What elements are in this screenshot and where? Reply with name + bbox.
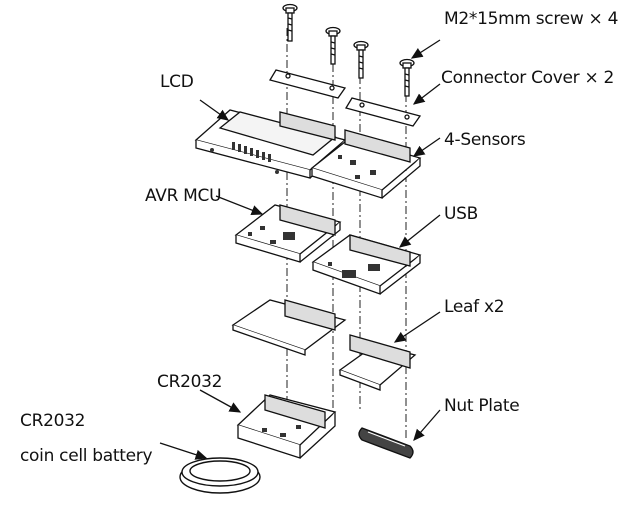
connector-covers [268,69,422,127]
label-screw: M2*15mm screw × 4 [444,9,619,29]
label-cr2032: CR2032 [157,372,223,392]
coin-cell-battery [179,457,261,494]
leaf-plates [231,299,417,391]
screw [282,3,298,42]
label-lcd: LCD [160,72,194,92]
label-battery-line1: CR2032 [20,411,86,431]
label-avr-mcu: AVR MCU [145,186,222,206]
avr-mcu-board [234,204,342,263]
nut-plate [358,427,414,459]
screw-group [282,3,415,97]
label-usb: USB [444,204,478,224]
cr2032-holder-board [236,394,337,459]
leader-arrows [159,39,441,460]
screw [399,58,415,97]
label-nut-plate: Nut Plate [444,396,520,416]
label-4-sensors: 4-Sensors [444,130,526,150]
screw [353,40,369,79]
label-battery-line2: coin cell battery [20,446,153,466]
sensors-board [310,129,422,199]
label-leaf: Leaf x2 [444,297,505,317]
screw [325,26,341,65]
label-connector-cover: Connector Cover × 2 [441,68,615,88]
usb-board [311,234,422,295]
